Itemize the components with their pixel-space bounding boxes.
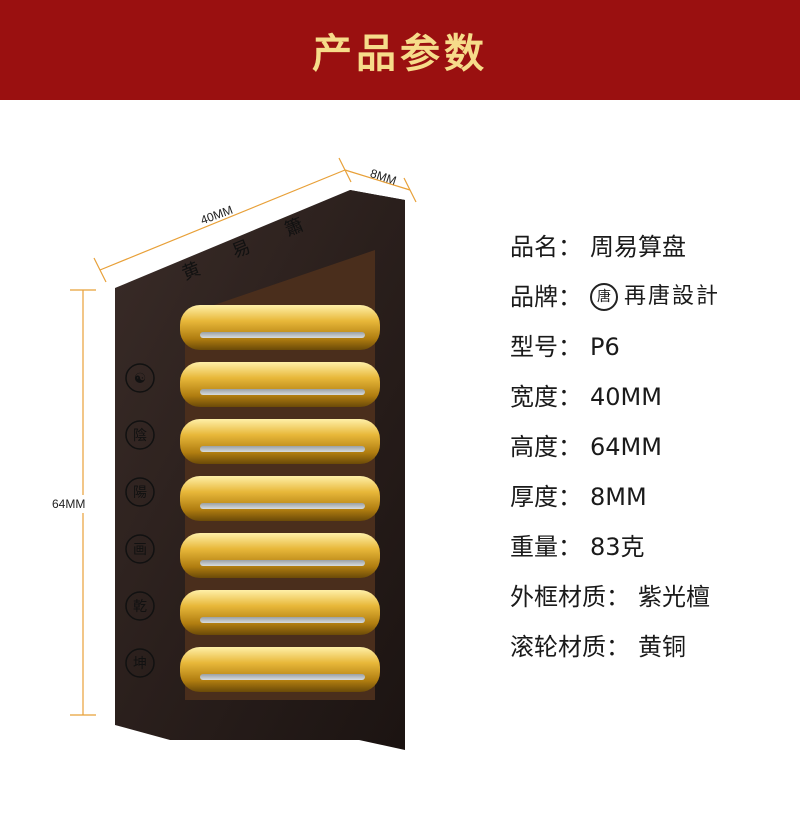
spec-row-name: 品名： 周易算盘 (510, 222, 790, 272)
spec-key: 重量 (510, 533, 558, 561)
spec-row-frame-material: 外框材质： 紫光檀 (510, 572, 790, 622)
spec-value: 紫光檀 (638, 583, 710, 611)
spec-key: 滚轮材质 (510, 633, 606, 661)
spec-row-roller-material: 滚轮材质： 黄铜 (510, 622, 790, 672)
spec-value: 40MM (590, 383, 662, 411)
spec-value: 64MM (590, 433, 662, 461)
side-seal: 画 (125, 534, 155, 564)
svg-text:陰: 陰 (133, 428, 147, 444)
svg-text:陽: 陽 (133, 485, 147, 501)
side-seal: ☯ (125, 363, 155, 393)
roller (180, 476, 380, 521)
spec-value: P6 (590, 333, 620, 361)
brand-name: 再唐設計 (624, 284, 721, 309)
side-seal: 乾 (125, 591, 155, 621)
svg-text:☯: ☯ (134, 371, 147, 387)
spec-value: 83克 (590, 533, 645, 561)
brand-logo: 唐 再唐設計 (590, 272, 720, 322)
spec-row-weight: 重量： 83克 (510, 522, 790, 572)
dimension-depth-line (344, 169, 417, 203)
spec-key: 品牌 (510, 283, 558, 311)
height-dimension-label: 64MM (52, 495, 86, 513)
spec-row-brand: 品牌： 唐 再唐設計 (510, 272, 790, 322)
abacus-drawing: 黄 易 簫 ☯ 陰 陽 画 乾 坤 (70, 157, 417, 750)
spec-value: 黄铜 (638, 633, 686, 661)
spec-key: 高度 (510, 433, 558, 461)
product-illustration: 黄 易 簫 ☯ 陰 陽 画 乾 坤 40MM 8MM 64MM (52, 140, 460, 780)
roller (180, 533, 380, 578)
brand-seal-icon: 唐 (590, 283, 618, 311)
banner-title: 产品参数 (312, 30, 488, 77)
spec-key: 品名 (510, 233, 558, 261)
roller (180, 647, 380, 692)
spec-key: 厚度 (510, 483, 558, 511)
svg-text:画: 画 (133, 542, 147, 558)
spec-row-thickness: 厚度： 8MM (510, 472, 790, 522)
side-seal: 坤 (125, 648, 155, 678)
spec-row-width: 宽度： 40MM (510, 372, 790, 422)
spec-key: 宽度 (510, 383, 558, 411)
side-seal: 陽 (125, 477, 155, 507)
spec-value: 8MM (590, 483, 647, 511)
svg-text:坤: 坤 (133, 656, 147, 672)
spec-list: 品名： 周易算盘 品牌： 唐 再唐設計 型号： P6 宽度： 40MM 高度： … (510, 222, 790, 672)
side-seal: 陰 (125, 420, 155, 450)
rollers (180, 305, 380, 692)
spec-value: 周易算盘 (590, 233, 686, 261)
spec-key: 外框材质 (510, 583, 606, 611)
spec-row-height: 高度： 64MM (510, 422, 790, 472)
roller (180, 419, 380, 464)
roller (180, 305, 380, 350)
header-banner: 产品参数 (0, 0, 800, 100)
spec-key: 型号 (510, 333, 558, 361)
spec-row-model: 型号： P6 (510, 322, 790, 372)
svg-text:乾: 乾 (133, 599, 147, 615)
roller (180, 362, 380, 407)
roller (180, 590, 380, 635)
